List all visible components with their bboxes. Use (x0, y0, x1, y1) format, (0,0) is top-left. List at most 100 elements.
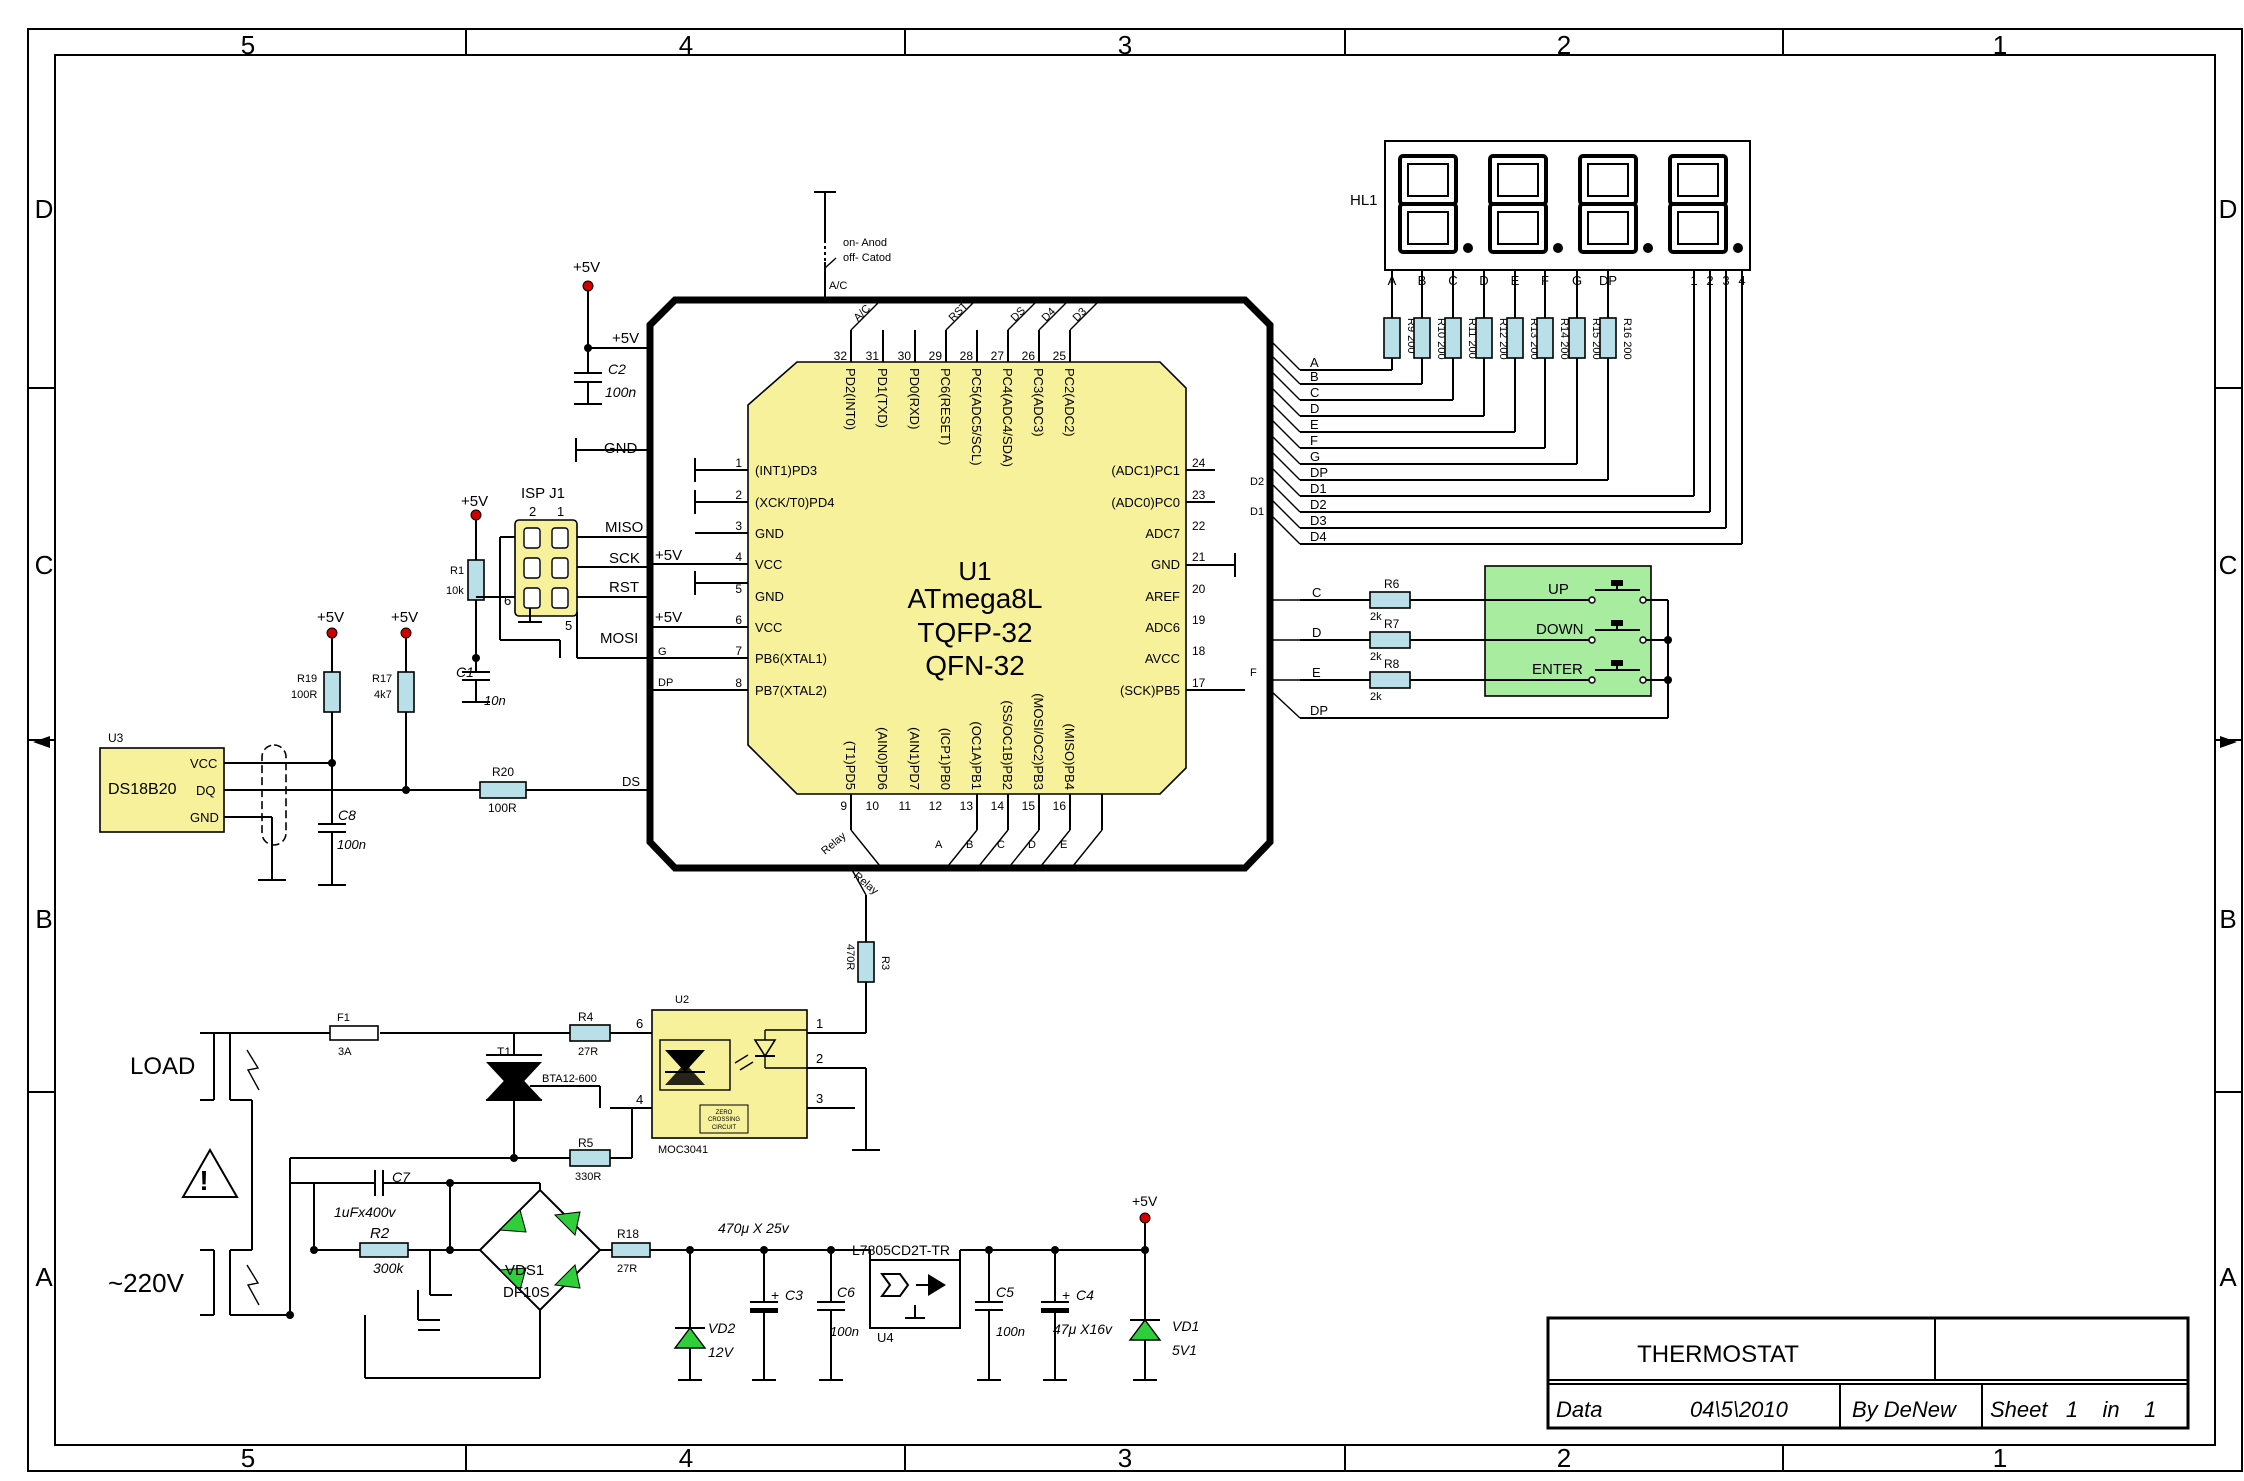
r5-val: 330R (575, 1171, 601, 1183)
mcu-pin-num-11: 11 (899, 799, 912, 813)
c3-plus: + (771, 1287, 779, 1303)
resistor-R10 (1413, 317, 1431, 359)
isp-pin5: 5 (565, 618, 572, 633)
u2-val: MOC3041 (658, 1144, 708, 1156)
mcu-pin-name-22: ADC7 (1145, 526, 1180, 541)
mcu-pin-num-14: 14 (991, 799, 1005, 813)
r2-ref: R2 (370, 1225, 390, 1242)
top-bus-d3: D3 (1071, 306, 1089, 324)
mcu-pin-num-28: 28 (960, 349, 974, 363)
bus-label-dp: DP (1310, 465, 1328, 480)
row-d-left: D (35, 194, 54, 224)
c1-val: 10n (484, 693, 506, 708)
r20-val: 100R (488, 801, 517, 815)
res-label-R11: R11 200 (1466, 318, 1478, 359)
btn-net-e: E (1312, 665, 1321, 680)
r1-ref: R1 (450, 565, 464, 577)
isp-ref: ISP J1 (521, 485, 565, 502)
col-2-bottom: 2 (1557, 1443, 1571, 1473)
resistor-R13 (1506, 317, 1524, 359)
resistor-R16 (1599, 317, 1617, 359)
isp-pin6: 6 (504, 593, 511, 608)
r4-ref: R4 (578, 1010, 594, 1024)
load-label: LOAD (130, 1053, 195, 1080)
mcu-pin-num-4: 4 (735, 550, 742, 564)
u2-pin2: 2 (816, 1051, 823, 1066)
top-bus-rst: RST (947, 300, 971, 324)
r18-ref: R18 (617, 1227, 639, 1241)
ac-switch (814, 191, 837, 300)
switch-down (1588, 620, 1647, 644)
res-label-R12: R12 200 (1497, 318, 1509, 360)
vd1-ref: VD1 (1172, 1318, 1199, 1334)
u3-ref: U3 (108, 731, 124, 745)
mcu-pin-num-3: 3 (735, 519, 742, 533)
bus-label-d1: D1 (1310, 481, 1327, 496)
u2-pin1: 1 (816, 1016, 823, 1031)
mcu-pin-num-15: 15 (1022, 799, 1036, 813)
mcu-pin-name-11: (AIN1)PD7 (907, 727, 922, 790)
isp-v5: +5V (461, 493, 488, 510)
bus-label-a: A (1310, 355, 1319, 370)
mcu-ref: U1 (958, 556, 991, 586)
r17-val: 4k7 (374, 689, 392, 701)
c6-ref: C6 (837, 1284, 855, 1300)
t1-ref: T1 (497, 1045, 511, 1059)
mcu-pin-name-16: (MISO)PB4 (1062, 724, 1077, 790)
power-stage (181, 867, 1162, 1381)
col-2-top: 2 (1557, 30, 1571, 60)
bottom-bus-c: C (997, 839, 1005, 851)
left-bus-dp: DP (658, 677, 673, 689)
mcu-pin-num-13: 13 (960, 799, 974, 813)
btn-net-c: C (1312, 585, 1321, 600)
mcu-pin-name-31: PD1(TXD) (875, 368, 890, 428)
row-b-left: B (35, 904, 52, 934)
gnd-label: GND (604, 440, 638, 457)
mcu-pin-num-16: 16 (1053, 799, 1067, 813)
col-4-top: 4 (679, 30, 693, 60)
mcu-pin-num-24: 24 (1192, 456, 1206, 470)
digit-2 (1488, 154, 1563, 254)
mcu-pin-name-21: GND (1151, 557, 1180, 572)
mcu-pin-num-5: 5 (735, 582, 742, 596)
bus-label-b: B (1310, 369, 1319, 384)
mains-label: ~220V (108, 1268, 185, 1298)
r5-ref: R5 (578, 1136, 594, 1150)
isp-pin1: 1 (557, 504, 564, 519)
zero-crossing-3: CIRCUIT (712, 1125, 737, 1131)
u2-pin4: 4 (636, 1092, 643, 1107)
r8-ref: R8 (1384, 657, 1400, 671)
mcu-pin-num-10: 10 (866, 799, 880, 813)
mcu-pin-name-5: GND (755, 589, 784, 604)
c5-val: 100n (996, 1324, 1025, 1339)
digit-4 (1668, 154, 1743, 254)
mcu-pin-num-7: 7 (735, 644, 742, 658)
u2-ref: U2 (675, 994, 689, 1006)
c7-val: 1uFx400v (334, 1204, 396, 1220)
u3-dq: DQ (196, 783, 216, 798)
mcu-pin-name-20: AREF (1145, 589, 1180, 604)
t1-val: BTA12-600 (542, 1073, 597, 1085)
c4-val: 47μ X16v (1053, 1321, 1113, 1337)
r3-ref: R3 (879, 956, 891, 970)
v5-reg: +5V (1132, 1193, 1158, 1209)
mcu-pin-name-14: (SS/OC1B)PB2 (1000, 700, 1015, 790)
v5-top-label: +5V (573, 259, 600, 276)
top-bus-ac: A/C (852, 303, 873, 324)
bottom-bus-a: A (935, 839, 943, 851)
mcu-pin-num-21: 21 (1192, 550, 1206, 564)
r8-val: 2k (1370, 691, 1382, 703)
r4-val: 27R (578, 1046, 598, 1058)
u2-pin3: 3 (816, 1091, 823, 1106)
col-4-bottom: 4 (679, 1443, 693, 1473)
mcu-pkg2: QFN-32 (925, 650, 1025, 681)
mcu-pin-num-17: 17 (1192, 676, 1206, 690)
resistor-R15 (1568, 317, 1586, 359)
mcu-pin-name-7: PB6(XTAL1) (755, 651, 827, 666)
c3-ref: C3 (785, 1287, 803, 1303)
mcu-pkg1: TQFP-32 (917, 617, 1032, 648)
mcu-pin-name-18: AVCC (1145, 651, 1180, 666)
c2-ref: C2 (608, 361, 626, 377)
r7-ref: R7 (1384, 617, 1400, 631)
